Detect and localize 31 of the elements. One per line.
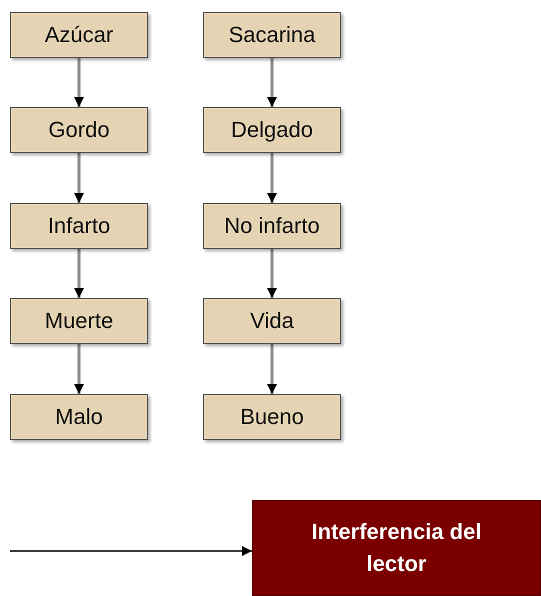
node-label: Malo: [55, 403, 103, 432]
process-box: [10, 394, 148, 440]
process-box: [10, 203, 148, 249]
process-box: [203, 12, 341, 58]
highlight-box: [252, 500, 541, 596]
arrow: [74, 344, 84, 394]
node-label: Interferencia del lector: [310, 518, 482, 578]
process-box: [10, 12, 148, 58]
process-box: [203, 298, 341, 344]
node-label: Delgado: [231, 116, 313, 144]
process-box: [10, 107, 148, 153]
arrow: [267, 249, 277, 298]
arrow: [74, 153, 84, 203]
process-box: [10, 298, 148, 344]
node-label: No infarto: [224, 212, 320, 240]
process-box: [203, 203, 341, 249]
arrow: [267, 344, 277, 394]
arrow: [74, 58, 84, 107]
node-label: Muerte: [44, 307, 114, 336]
node-label: Infarto: [48, 212, 110, 240]
node-label: Gordo: [48, 116, 110, 144]
process-box: [203, 394, 341, 440]
process-box: [203, 107, 341, 153]
arrow: [267, 153, 277, 203]
node-label: Vida: [250, 307, 294, 336]
node-label: Sacarina: [228, 21, 316, 50]
node-label: Bueno: [240, 403, 304, 432]
node-label: Azúcar: [44, 21, 114, 50]
arrow: [267, 58, 277, 107]
arrow: [74, 249, 84, 298]
arrow: [10, 546, 252, 556]
